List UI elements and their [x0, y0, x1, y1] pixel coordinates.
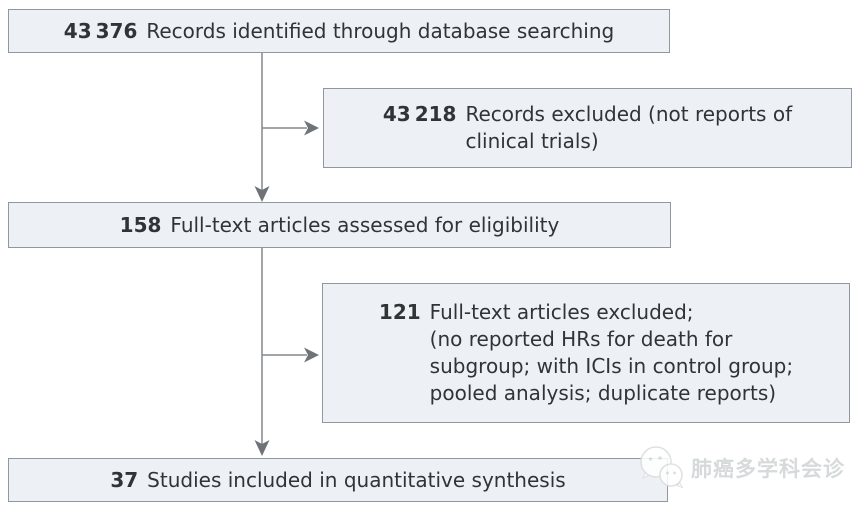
box-text-line: Studies included in quantitative synthes… — [147, 467, 566, 492]
watermark: 肺癌多学科会诊 — [636, 444, 845, 492]
box-text: Full-text articles assessed for eligibil… — [170, 212, 559, 239]
box-text: Records excluded (not reports of clinica… — [465, 101, 792, 155]
box-text-line: Full-text articles assessed for eligibil… — [170, 212, 560, 237]
flow-box-records-excluded: 43 218 Records excluded (not reports of … — [323, 88, 852, 168]
box-text: Records identified through database sear… — [146, 18, 614, 45]
box-text: Full-text articles excluded; (no reporte… — [430, 299, 793, 407]
box-content: 158 Full-text articles assessed for elig… — [120, 212, 560, 239]
watermark-label: 肺癌多学科会诊 — [691, 457, 845, 481]
flow-box-fulltext-assessed: 158 Full-text articles assessed for elig… — [8, 202, 671, 248]
box-text: Studies included in quantitative synthes… — [147, 467, 566, 494]
record-count: 43 218 — [382, 102, 457, 126]
box-text-line: Full-text articles excluded; — [429, 300, 694, 324]
record-count: 37 — [110, 467, 139, 492]
arrowhead-right-1 — [304, 120, 319, 136]
arrowhead-down-1 — [254, 186, 270, 202]
box-text-line: Records identified through database sear… — [146, 18, 615, 43]
box-content: 121 Full-text articles excluded; (no rep… — [379, 299, 793, 407]
flow-box-fulltext-excluded: 121 Full-text articles excluded; (no rep… — [322, 283, 850, 423]
box-text-line: (no reported HRs for death for — [429, 327, 733, 351]
flow-box-studies-included: 37 Studies included in quantitative synt… — [8, 458, 668, 502]
box-text-line: subgroup; with ICIs in control group; — [429, 354, 794, 378]
box-content: 43 376 Records identified through databa… — [64, 18, 614, 45]
record-count: 158 — [119, 212, 162, 237]
arrowhead-right-2 — [304, 347, 319, 363]
box-text-line: pooled analysis; duplicate reports) — [429, 381, 777, 405]
box-text-line: clinical trials) — [465, 129, 599, 153]
box-content: 37 Studies included in quantitative synt… — [110, 467, 565, 494]
record-count: 121 — [378, 300, 421, 324]
wechat-logo-icon — [640, 446, 684, 489]
arrowhead-down-2 — [254, 440, 270, 456]
record-count: 43 376 — [63, 18, 138, 43]
box-text-line: Records excluded (not reports of — [465, 102, 793, 126]
flow-box-records-identified: 43 376 Records identified through databa… — [8, 9, 670, 53]
box-content: 43 218 Records excluded (not reports of … — [383, 101, 792, 155]
